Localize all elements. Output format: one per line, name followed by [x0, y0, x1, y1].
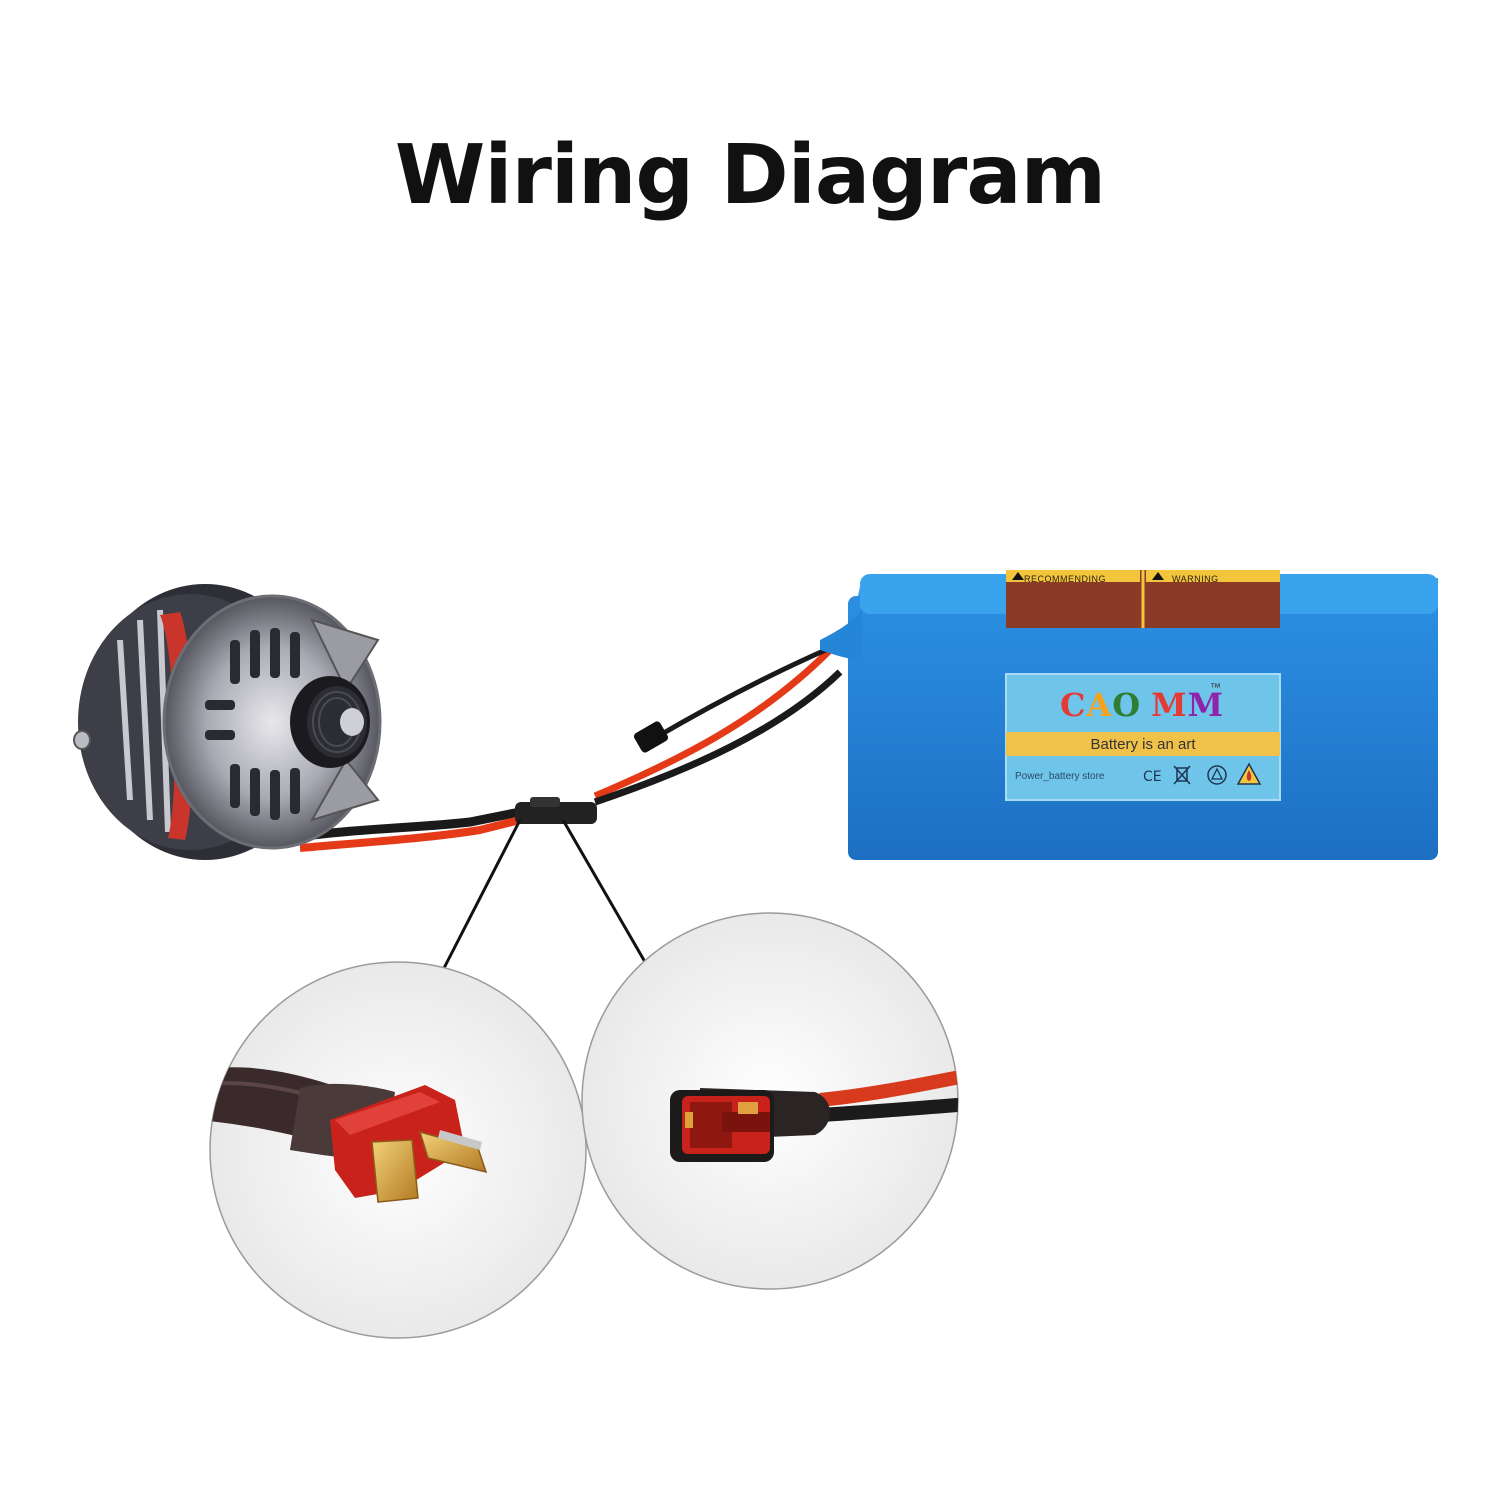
recycle-icon	[1207, 765, 1227, 785]
store-name: Power_battery store	[1015, 771, 1105, 782]
trademark-mark: ™	[1210, 682, 1221, 694]
pointer-line-left	[440, 819, 522, 973]
flammable-icon	[1236, 762, 1262, 785]
warning-labels	[1006, 570, 1280, 628]
pointer-line-right	[561, 819, 647, 963]
weee-icon	[1173, 765, 1191, 785]
male-t-plug-image	[209, 961, 587, 1339]
balance-connector	[633, 721, 669, 753]
ce-mark: CE	[1143, 769, 1162, 785]
brand-label: CE	[1005, 673, 1281, 801]
y-splitter	[515, 802, 597, 824]
recommending-label: RECOMMENDING	[1024, 574, 1106, 584]
motor-image	[73, 584, 382, 860]
female-t-plug-image	[581, 912, 959, 1290]
battery-pack: CE	[820, 570, 1438, 860]
battery-tagline: Battery is an art	[1090, 736, 1196, 753]
page-title: Wiring Diagram	[394, 128, 1106, 223]
warning-label: WARNING	[1172, 574, 1219, 584]
